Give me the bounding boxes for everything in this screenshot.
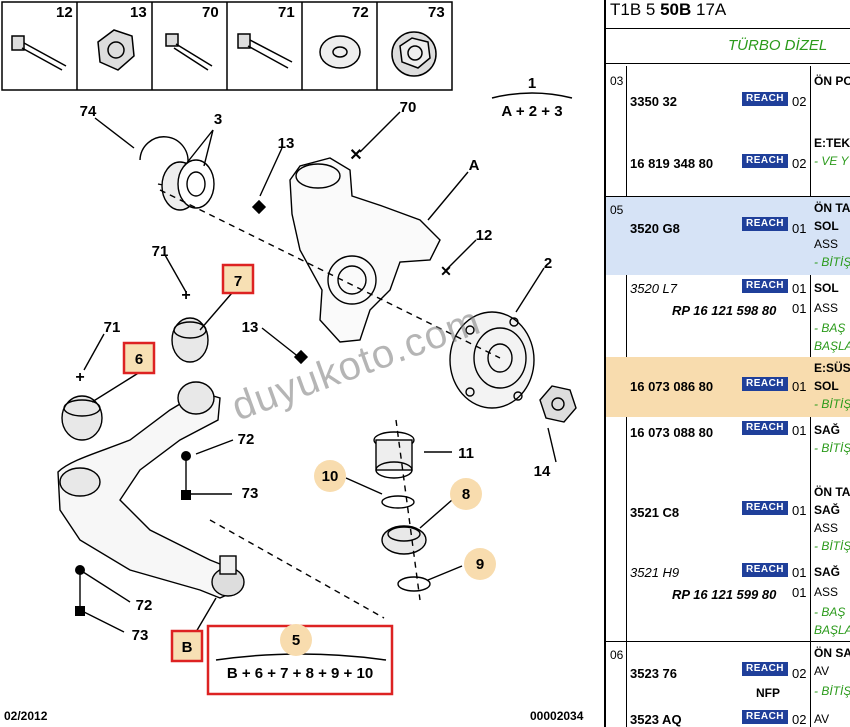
bolt-71-icon [237,33,293,69]
callout-box-B [170,629,204,663]
callout-5-formula: B + 6 + 7 + 8 + 9 + 10 [227,665,373,682]
bushing-8 [381,525,427,555]
box-label-72: 72 [352,4,369,21]
table-row[interactable]: 3520 L7 REACH 01 SOL RP 16 121 598 80 01… [630,279,850,353]
bushing-11 [373,431,415,479]
panel-subtitle-bar: TÜRBO DİZEL [606,28,850,64]
ball-joint-B [211,555,245,597]
callout-12: 12 [476,227,493,244]
callout-71b: 71 [104,319,121,336]
pin-70-icon [165,33,213,71]
flange-nut-73-icon [391,31,437,77]
wheel-hub-2 [449,311,535,409]
reach-badge: REACH [742,279,788,293]
svg-text:✕: ✕ [440,263,452,279]
suspension-diagram-svg: 12 13 70 71 72 73 [1,1,584,723]
svg-text:✕: ✕ [349,147,362,164]
box-label-70: 70 [202,4,219,21]
callout-73a: 73 [242,485,259,502]
reach-badge: REACH [742,662,788,676]
table-row[interactable]: 3521 H9 REACH 01 SAĞ RP 16 121 599 80 01… [630,563,850,637]
table-row[interactable]: 03 3350 32 REACH 02 ÖN PO [610,74,850,109]
hub-nut-14 [539,385,577,423]
reach-badge: REACH [742,217,788,231]
panel-subtitle: TÜRBO DİZEL [728,37,828,54]
callout-74: 74 [80,103,97,120]
ring-10 [381,495,415,509]
reach-badge: REACH [742,377,788,391]
callout-73b: 73 [132,627,149,644]
callout-70: 70 [400,99,417,116]
control-arm [57,391,239,599]
washer-72-icon [319,35,361,69]
callout-3: 3 [214,111,222,128]
panel-title: T1B 5 50B 17A [610,0,727,19]
bushing-7 [171,317,209,363]
reach-badge: REACH [742,563,788,577]
reach-badge: REACH [742,710,788,724]
callout-7: 7 [234,273,242,290]
reach-badge: REACH [742,154,788,168]
callout-11: 11 [458,445,474,462]
callout-9: 9 [476,556,484,573]
table-row[interactable]: 16 073 086 80 REACH 01 E:SÜS SOL - BİTİŞ [606,357,850,417]
callout-72a: 72 [238,431,255,448]
callout-5: 5 [292,632,300,649]
box-label-71: 71 [278,4,295,21]
table-row[interactable]: 3523 AQ REACH 02 AV [630,710,830,727]
callout-box-6 [122,341,156,375]
callout-10: 10 [322,468,339,485]
ring-9 [397,576,431,592]
box-label-13: 13 [130,4,147,21]
reach-badge: REACH [742,421,788,435]
table-row[interactable]: 16 073 088 80 REACH 01 SAĞ - BİTİŞ [630,421,850,455]
table-row[interactable]: 3521 C8 REACH 01 ÖN TA SAĞ ASS - BİTİŞ [630,485,850,553]
callout-A: A [469,157,480,174]
reach-badge: REACH [742,501,788,515]
callout-13b: 13 [242,319,259,336]
parts-list-panel: T1B 5 50B 17A TÜRBO DİZEL 03 3350 32 REA… [604,0,850,727]
bearing-3 [161,159,215,211]
nut-13-icon [97,29,135,71]
callout-1: 1 [528,75,536,92]
callout-B: B [182,639,193,656]
table-row[interactable]: 05 3520 G8 REACH 01 ÖN TA SOL ASS - BİTİ… [606,197,850,275]
callout-6: 6 [135,351,143,368]
callout-box-7 [221,263,255,295]
svg-text:+: + [75,369,84,386]
bushing-6 [61,395,103,441]
callout-13a: 13 [278,135,295,152]
callout-72b: 72 [136,597,153,614]
callout-71a: 71 [152,243,169,260]
callout-2: 2 [544,255,552,272]
hub-carrier-A [289,157,441,343]
box-label-12: 12 [56,4,73,21]
callout-1-formula: A + 2 + 3 [501,103,562,120]
callout-14: 14 [534,463,551,480]
diagram-date: 02/2012 [4,709,48,723]
callout-8: 8 [462,486,470,503]
diagram-code: 00002034 [530,709,584,723]
bolt-12-icon [11,35,67,71]
box-label-73: 73 [428,4,445,21]
svg-text:+: + [181,287,190,304]
table-row[interactable]: 16 819 348 80 REACH 02 E:TEK - VE Y [630,136,850,171]
reach-badge: REACH [742,92,788,106]
exploded-diagram: 12 13 70 71 72 73 [1,1,584,723]
table-row[interactable]: 06 3523 76 REACH 02 ÖN SA AV NFP - BİTİŞ [610,646,850,700]
